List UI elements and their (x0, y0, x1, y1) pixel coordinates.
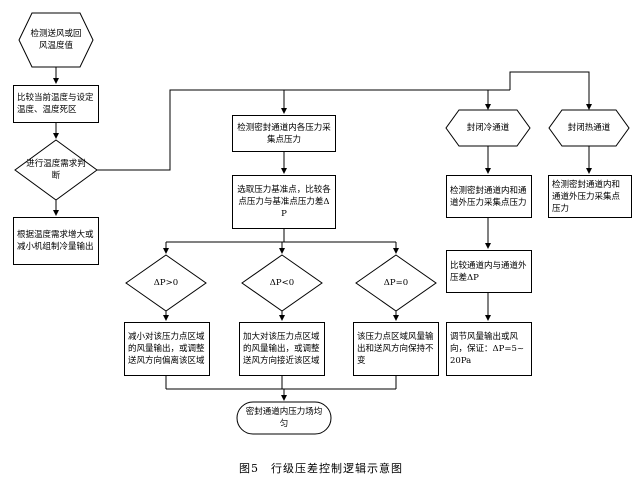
connector-left-to-bus (97, 89, 510, 171)
closed-hot-hexagon (548, 109, 630, 147)
end-node: 密封通道内压力场均匀 (245, 407, 323, 429)
action-gt-node: 减小对该压力点区域的风量输出，或调整送风方向偏离该区域 (124, 322, 210, 376)
compare-temp-node: 比较当前温度与设定温度、温度死区 (13, 85, 99, 123)
adjust-cooling-node: 根据温度需求增大或减小机组制冷量输出 (13, 217, 99, 265)
closed-cold-node: 封闭冷通道 (466, 123, 510, 133)
action-eq-node: 该压力点区域风量输出和送风方向保持不变 (353, 322, 439, 376)
closed-hot-node: 封闭热通道 (567, 123, 611, 133)
start-hexagon (18, 12, 94, 68)
detect-hot-node: 检测密封通道内和通道外压力采集点压力 (548, 175, 632, 218)
cond-eq-node: ΔP=0 (383, 278, 409, 288)
temp-demand-node: 进行温度需求判断 (26, 159, 86, 181)
action-lt-node: 加大对该压力点区域的风量输出，或调整送风方向接近该区域 (239, 322, 325, 376)
adjust-airflow-node: 调节风量输出或风向，保证：ΔP=5~20Pa (446, 322, 532, 376)
figure-caption: 图5 行级压差控制逻辑示意图 (239, 462, 403, 475)
detect-cold-node: 检测密封通道内和通道外压力采集点压力 (446, 175, 532, 218)
detect-sealed-node: 检测密封通道内各压力采集点压力 (232, 115, 336, 152)
compare-cold-node: 比较通道内与通道外压差ΔP (446, 250, 532, 293)
select-reference-node: 选取压力基准点，比较各点压力与基准点压力差ΔP (232, 175, 336, 229)
cond-lt-node: ΔP<0 (269, 278, 295, 288)
start-node: 检测送风或回风温度值 (30, 29, 82, 51)
closed-cold-hexagon (445, 109, 531, 147)
cond-gt-node: ΔP>0 (153, 278, 179, 288)
end-terminal (236, 401, 332, 435)
arrow-bus-to-hot (509, 71, 592, 110)
